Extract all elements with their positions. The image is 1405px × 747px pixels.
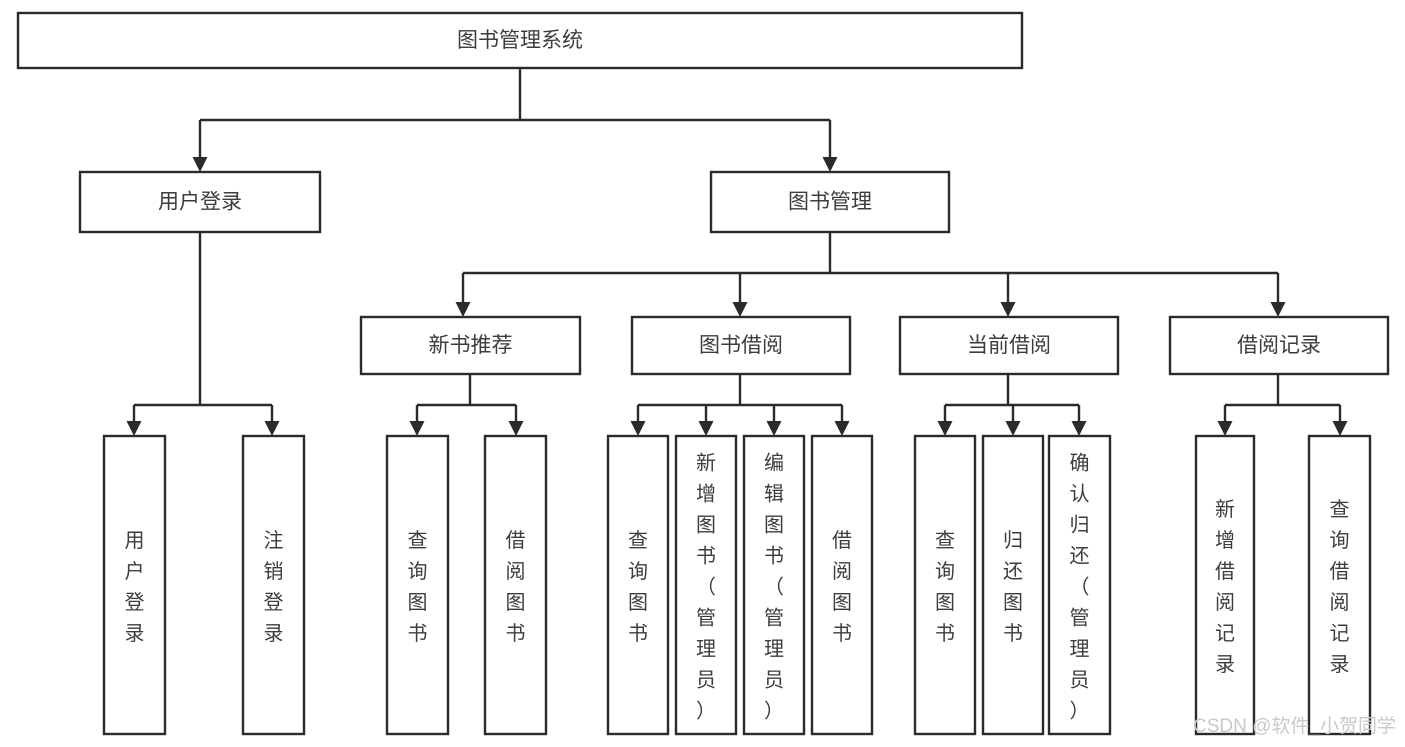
node-box[interactable]: [630, 315, 852, 376]
node-label: 新书推荐: [429, 334, 513, 357]
connector-recommend_to_leaves-0-arrowhead-icon: [409, 421, 425, 436]
node-label: 图书管理: [788, 191, 872, 214]
node-label: 注销登录: [264, 529, 284, 645]
connector-userlogin_to_leaves-0-arrowhead-icon: [126, 421, 142, 436]
node-label: 编辑图书（管理员）: [764, 452, 784, 723]
node-leaf-leaf-query-borrow-record[interactable]: 查询借阅记录: [1307, 434, 1372, 736]
node-leaf-leaf-borrow-book[interactable]: 借阅图书: [810, 434, 874, 736]
node-level2-book-borrow[interactable]: 图书借阅: [630, 315, 852, 376]
node-label: 借阅图书: [506, 529, 526, 645]
connector-current_to_leaves-2-arrowhead-icon: [1071, 421, 1087, 436]
node-leaf-leaf-confirm-return[interactable]: 确认归还（管理员）: [1047, 434, 1112, 736]
node-level1-user-login[interactable]: 用户登录: [78, 170, 322, 234]
node-box[interactable]: [78, 170, 322, 234]
connector-borrow_to_leaves-0-arrowhead-icon: [630, 421, 646, 436]
connector-current_to_leaves-0-arrowhead-icon: [937, 421, 953, 436]
node-root-root[interactable]: 图书管理系统: [16, 11, 1024, 70]
node-leaf-leaf-query-book-recommend[interactable]: 查询图书: [385, 434, 450, 736]
node-box[interactable]: [385, 434, 450, 736]
node-label: 确认归还（管理员）: [1070, 452, 1090, 723]
node-label: 借阅记录: [1237, 334, 1321, 357]
node-box[interactable]: [1194, 434, 1256, 736]
node-box[interactable]: [1307, 434, 1372, 736]
node-box[interactable]: [483, 434, 548, 736]
node-box[interactable]: [674, 434, 738, 736]
node-leaf-leaf-query-book-borrow[interactable]: 查询图书: [606, 434, 670, 736]
connector-userlogin_to_leaves-1-arrowhead-icon: [264, 421, 280, 436]
connector-root_to_level1-1-arrowhead-icon: [822, 157, 838, 172]
node-box[interactable]: [810, 434, 874, 736]
node-box[interactable]: [1047, 434, 1112, 736]
node-leaf-leaf-edit-book[interactable]: 编辑图书（管理员）: [742, 434, 806, 736]
node-leaf-leaf-query-book-current[interactable]: 查询图书: [913, 434, 977, 736]
node-level2-current-borrow[interactable]: 当前借阅: [898, 315, 1120, 376]
connector-level1_to_level2-0-arrowhead-icon: [455, 302, 471, 317]
connector-record_to_leaves-0-arrowhead-icon: [1217, 421, 1233, 436]
node-label: 用户登录: [125, 530, 145, 645]
node-level2-borrow-record[interactable]: 借阅记录: [1168, 315, 1390, 376]
node-box[interactable]: [102, 434, 167, 736]
connector-layer: [126, 68, 1348, 436]
connector-level1_to_level2-2-arrowhead-icon: [1000, 302, 1016, 317]
connector-level1_to_level2-1-arrowhead-icon: [732, 302, 748, 317]
connector-current_to_leaves-1-arrowhead-icon: [1005, 421, 1021, 436]
node-box[interactable]: [742, 434, 806, 736]
connector-record_to_leaves-1-arrowhead-icon: [1332, 421, 1348, 436]
node-box[interactable]: [1168, 315, 1390, 376]
node-box[interactable]: [898, 315, 1120, 376]
node-leaf-leaf-user-login[interactable]: 用户登录: [102, 434, 167, 736]
node-leaf-leaf-logout[interactable]: 注销登录: [241, 434, 306, 736]
node-box[interactable]: [16, 11, 1024, 70]
connector-borrow_to_leaves-1-arrowhead-icon: [698, 421, 714, 436]
node-label: 新增图书（管理员）: [696, 452, 716, 723]
node-label: 归还图书: [1003, 529, 1023, 645]
node-box[interactable]: [606, 434, 670, 736]
node-box[interactable]: [359, 315, 582, 376]
node-label: 新增借阅记录: [1215, 498, 1235, 676]
node-leaf-leaf-return-book[interactable]: 归还图书: [981, 434, 1045, 736]
watermark-label: CSDN @软件_小贺同学: [1193, 715, 1396, 737]
node-label: 图书管理系统: [457, 29, 583, 52]
node-box[interactable]: [241, 434, 306, 736]
connector-root_to_level1-0-arrowhead-icon: [192, 157, 208, 172]
node-box[interactable]: [981, 434, 1045, 736]
node-label: 用户登录: [158, 191, 242, 214]
node-label: 图书借阅: [699, 334, 783, 357]
node-label: 查询图书: [408, 529, 428, 645]
node-label: 当前借阅: [967, 334, 1051, 357]
node-box[interactable]: [709, 170, 951, 234]
node-label: 查询图书: [628, 529, 648, 645]
connector-recommend_to_leaves-1-arrowhead-icon: [508, 421, 524, 436]
node-leaf-leaf-add-book[interactable]: 新增图书（管理员）: [674, 434, 738, 736]
node-level2-new-book-recommend[interactable]: 新书推荐: [359, 315, 582, 376]
node-label: 查询借阅记录: [1330, 498, 1350, 676]
node-leaf-leaf-borrow-book-recommend[interactable]: 借阅图书: [483, 434, 548, 736]
node-label: 借阅图书: [832, 529, 852, 645]
connector-level1_to_level2-3-arrowhead-icon: [1270, 302, 1286, 317]
connector-borrow_to_leaves-2-arrowhead-icon: [766, 421, 782, 436]
node-label: 查询图书: [935, 529, 955, 645]
node-leaf-leaf-add-borrow-record[interactable]: 新增借阅记录: [1194, 434, 1256, 736]
connector-borrow_to_leaves-3-arrowhead-icon: [834, 421, 850, 436]
node-layer: 图书管理系统用户登录图书管理新书推荐图书借阅当前借阅借阅记录用户登录注销登录查询…: [16, 11, 1390, 736]
node-box[interactable]: [913, 434, 977, 736]
node-level1-book-management[interactable]: 图书管理: [709, 170, 951, 234]
